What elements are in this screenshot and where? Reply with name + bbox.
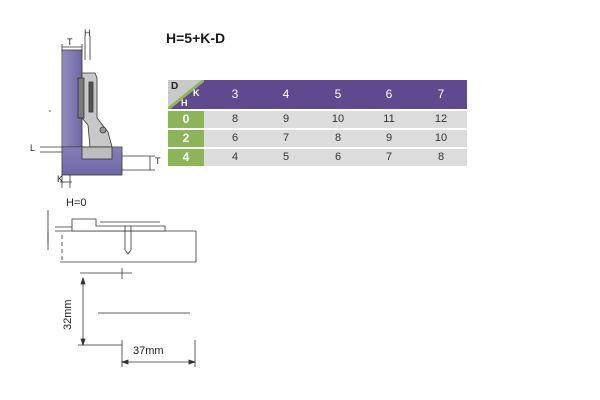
- table-cell: 10: [331, 113, 345, 125]
- corner-k: K: [193, 88, 200, 98]
- table-cell: 9: [385, 132, 393, 144]
- row-cells: 6 7 8 9 10: [204, 130, 467, 147]
- col-header: 7: [437, 87, 445, 101]
- table-cell: 7: [385, 151, 393, 163]
- table-cell: 8: [334, 132, 342, 144]
- table-cell: 4: [231, 151, 239, 163]
- row-cells: 4 5 6 7 8: [204, 149, 467, 166]
- table-corner: D K H: [167, 78, 205, 111]
- h-zero-label: H=0: [66, 197, 87, 209]
- dim-32mm: 32mm: [62, 299, 74, 330]
- header-band: 3 4 5 6 7: [204, 80, 467, 109]
- table-cell: 8: [437, 151, 445, 163]
- label-t-top: T: [67, 37, 73, 47]
- table-cell: 7: [282, 132, 290, 144]
- table-header: D K H 3 4 5 6 7: [167, 78, 467, 111]
- table-row: 2 6 7 8 9 10: [168, 130, 467, 147]
- dim-37mm: 37mm: [133, 345, 164, 357]
- col-header: 5: [334, 87, 342, 101]
- table-row: 4 4 5 6 7 8: [168, 149, 467, 166]
- table-cell: 9: [282, 113, 290, 125]
- col-header: 6: [385, 87, 393, 101]
- label-l-side: L: [30, 143, 36, 153]
- row-label: 0: [168, 111, 204, 128]
- table-row: 0 8 9 10 11 12: [168, 111, 467, 128]
- table-cell: 5: [282, 151, 290, 163]
- hinge-side-view: [40, 36, 155, 188]
- corner-diagonal: [167, 78, 205, 111]
- mounting-section: [47, 210, 197, 263]
- table-cell: 6: [231, 132, 239, 144]
- label-t-right: T: [155, 156, 161, 166]
- table-cell: 6: [334, 151, 342, 163]
- table-cell: 12: [434, 113, 448, 125]
- corner-h: H: [181, 98, 188, 108]
- label-h-top: H: [84, 28, 91, 38]
- col-header: 4: [282, 87, 290, 101]
- row-label: 4: [168, 149, 204, 166]
- table-cell: 10: [434, 132, 448, 144]
- plate-layout: [78, 268, 197, 367]
- corner-d: D: [171, 81, 179, 92]
- row-label: 2: [168, 130, 204, 147]
- formula-title: H=5+K-D: [166, 30, 226, 46]
- table-cell: 8: [231, 113, 239, 125]
- row-cells: 8 9 10 11 12: [204, 111, 467, 128]
- label-k-bottom: K: [57, 174, 64, 184]
- col-header: 3: [231, 87, 239, 101]
- table-cell: 11: [383, 113, 395, 125]
